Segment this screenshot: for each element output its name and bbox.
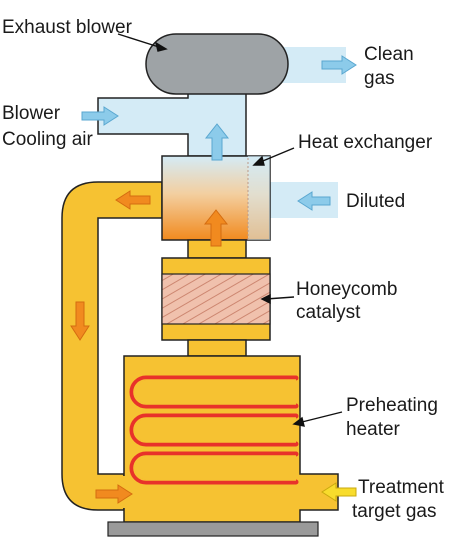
right-arrow-orange-icon <box>95 484 133 504</box>
leader-lines <box>117 33 343 427</box>
clean-gas-label-line2: gas <box>364 68 395 89</box>
up-arrow-blue-icon <box>204 123 230 161</box>
base-plate <box>107 521 319 537</box>
up-arrow-orange-icon <box>203 209 229 247</box>
flow-arrows <box>70 55 357 504</box>
honeycomb-catalyst-element <box>161 273 271 325</box>
heat-exchanger-label: Heat exchanger <box>298 132 433 153</box>
preheating-heater-label-line2: heater <box>346 419 401 440</box>
honeycomb-label-line1: Honeycomb <box>296 279 397 300</box>
heater-leader <box>297 411 343 424</box>
exhaust-blower-leader-arrowhead-icon <box>154 41 168 52</box>
treatment-gas-arrow-icon <box>321 482 357 502</box>
honeycomb-label-line2: catalyst <box>296 302 361 323</box>
exhaust-blower <box>145 33 289 95</box>
preheating-heater-label-line1: Preheating <box>346 395 438 416</box>
heater-coil <box>129 375 299 485</box>
heater-coil-inner <box>133 379 296 481</box>
cooling-air-arrow-icon <box>81 106 119 126</box>
heater-leader-arrowhead-icon <box>292 416 305 427</box>
neck-lower <box>187 339 247 357</box>
clean-gas-arrow-icon <box>321 55 357 75</box>
down-arrow-orange-icon <box>70 301 90 341</box>
cooling-air-label: Cooling air <box>2 129 93 150</box>
blower-label: Blower <box>2 103 61 124</box>
treatment-target-gas-label-line2: target gas <box>352 501 437 522</box>
catalyst-leader-arrowhead-icon <box>260 293 271 305</box>
exhaust-blower-leader <box>117 33 163 49</box>
clean-gas-label-line1: Clean <box>364 44 414 65</box>
left-arrow-orange-icon <box>115 190 151 210</box>
diluted-label: Diluted <box>346 191 405 212</box>
diluted-arrow-icon <box>297 191 331 211</box>
heat-exchanger-right-panel <box>248 156 270 240</box>
preheating-heater-vessel <box>123 355 339 523</box>
treatment-target-gas-label-line1: Treatment <box>358 477 445 498</box>
heat-exchanger-leader-arrowhead-icon <box>252 155 265 166</box>
heat-exchanger-leader <box>257 147 295 164</box>
exhaust-blower-label: Exhaust blower <box>2 17 133 38</box>
